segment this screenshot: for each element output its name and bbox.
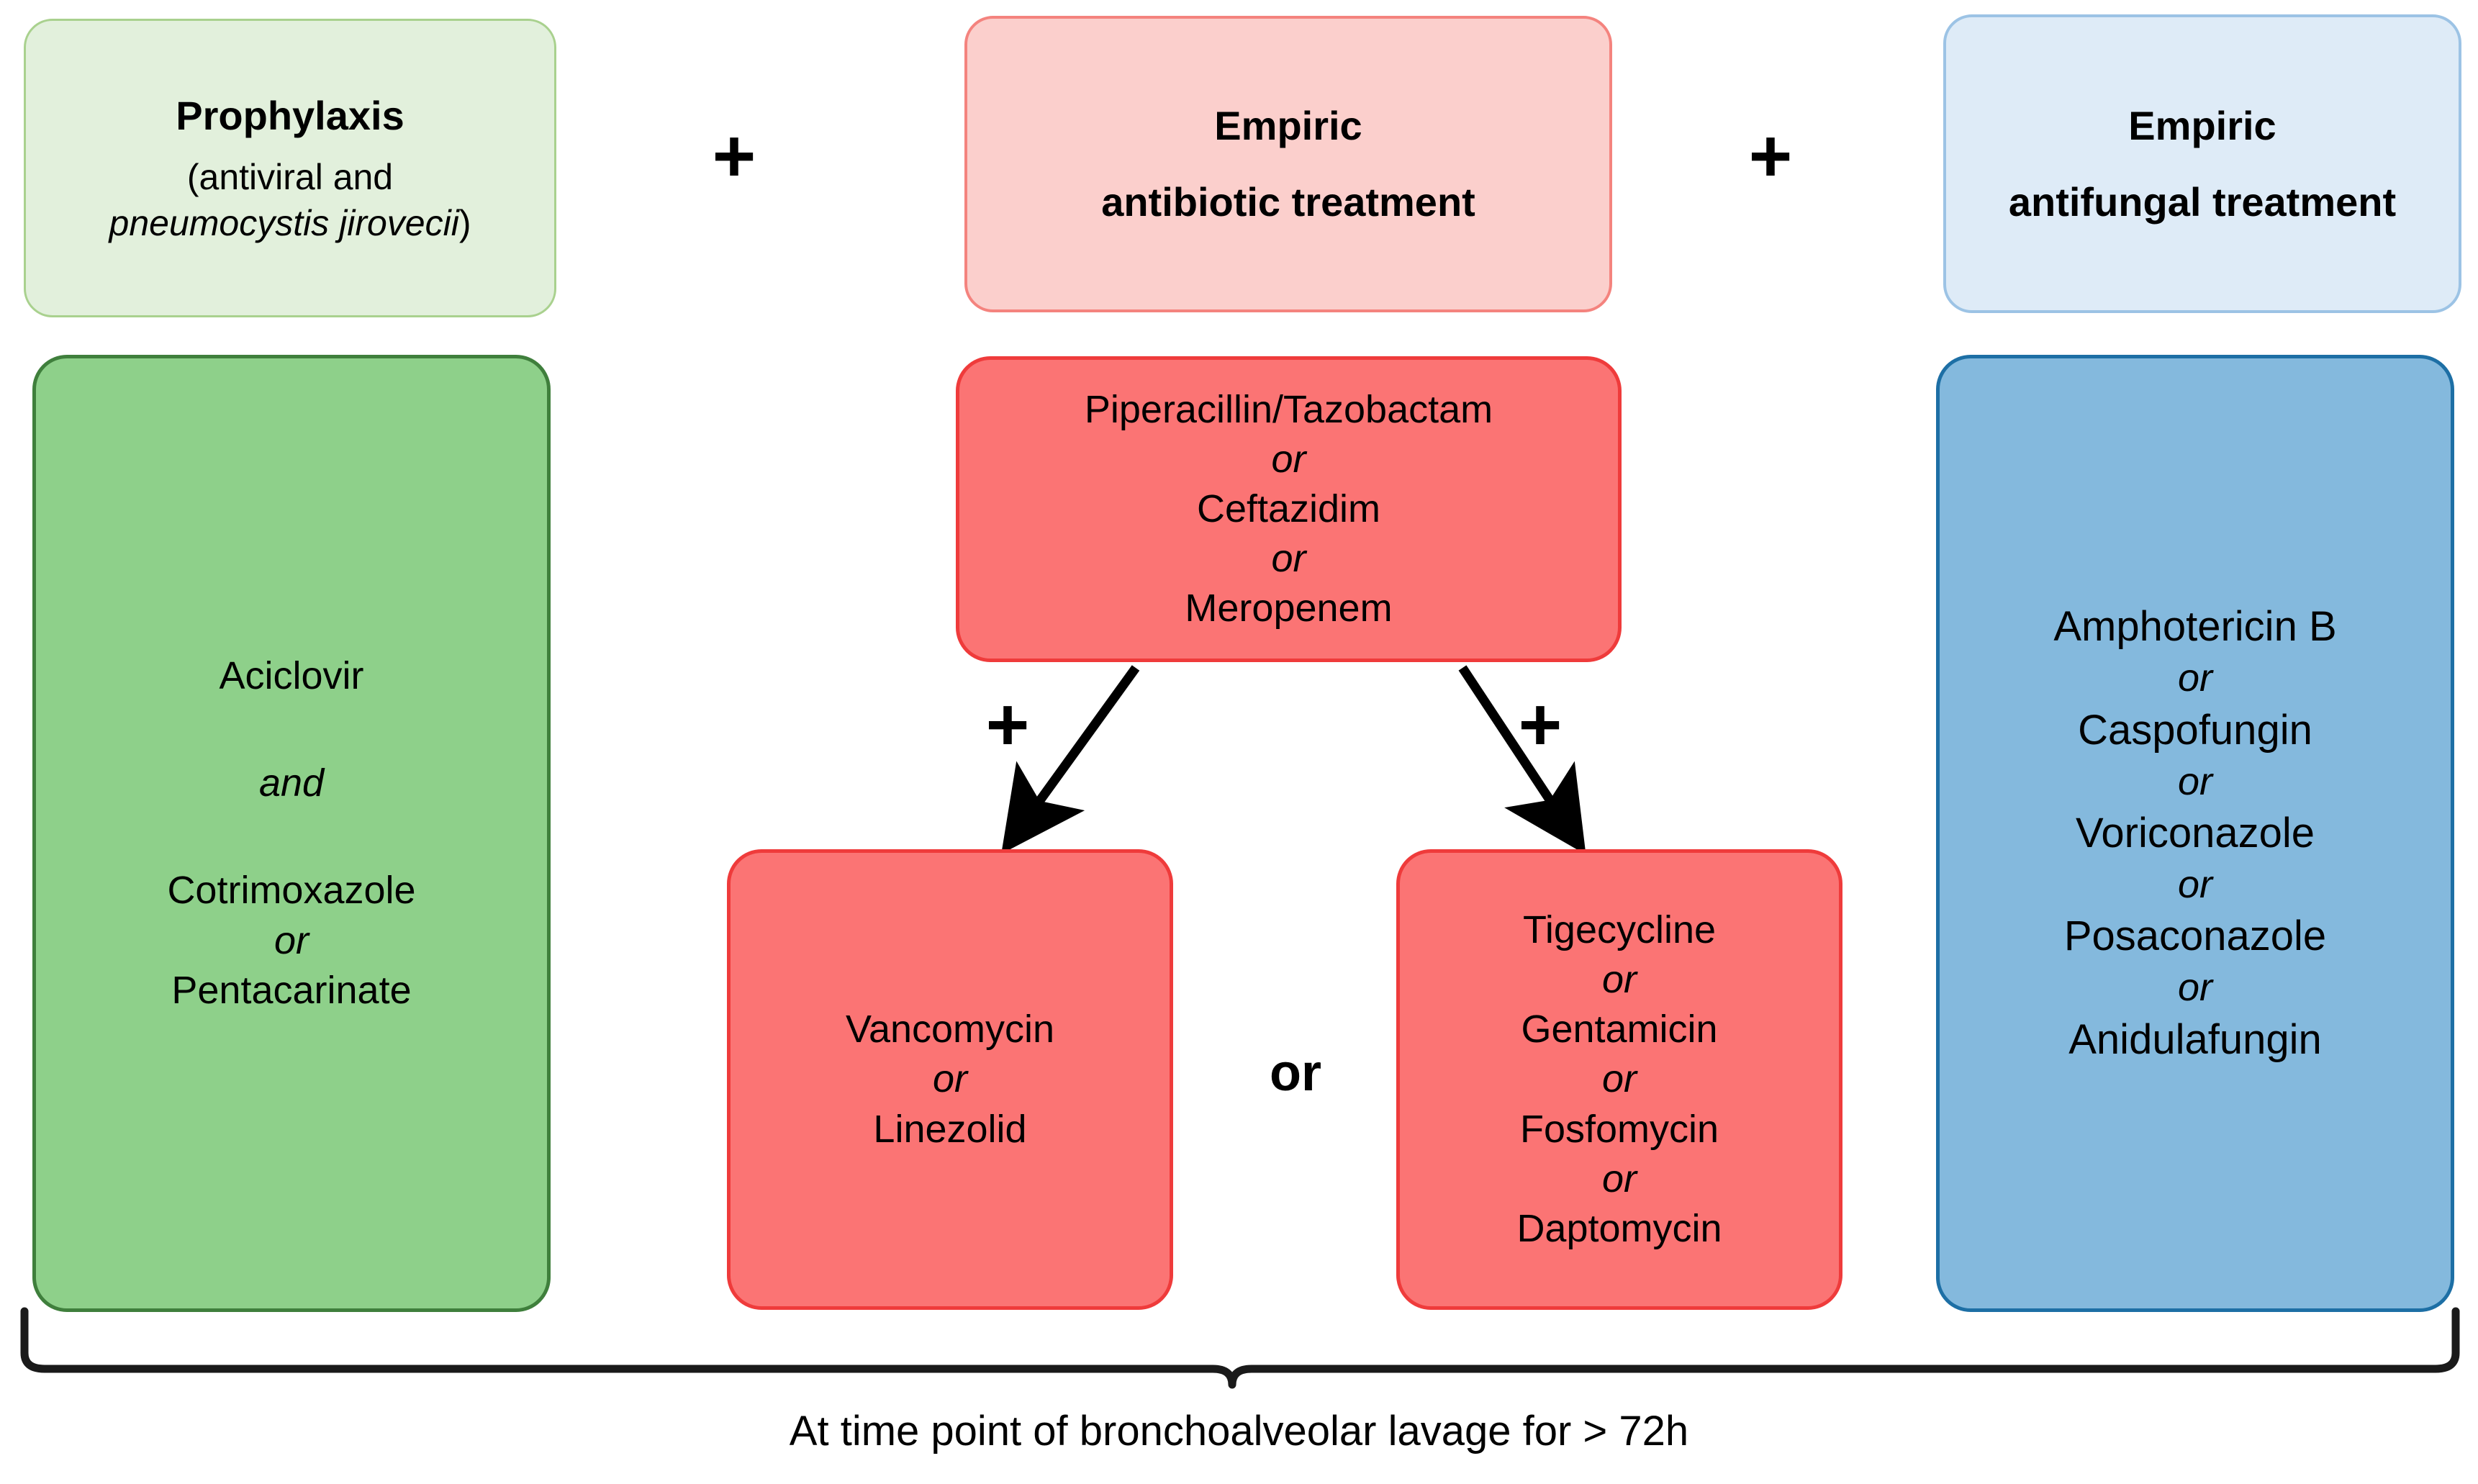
antibiotic-right-drug-box: Tigecycline or Gentamicin or Fosfomycin … <box>1396 849 1842 1310</box>
antibiotic-primary-drug-1: Piperacillin/Tazobactam <box>1084 387 1493 431</box>
antifungal-drug-box: Amphotericin B or Caspofungin or Voricon… <box>1936 355 2454 1312</box>
antifungal-header-box: Empiric antifungal treatment <box>1943 14 2461 313</box>
antibiotic-left-drug-2: Linezolid <box>873 1107 1027 1151</box>
antibiotic-left-connector-1: or <box>932 1057 967 1101</box>
footer-caption: At time point of bronchoalveolar lavage … <box>789 1408 1689 1454</box>
antifungal-connector-1: or <box>2177 656 2212 700</box>
prophylaxis-connector-or: or <box>273 918 309 962</box>
antibiotic-right-drug-3: Fosfomycin <box>1519 1107 1719 1151</box>
prophylaxis-drug-1: Aciclovir <box>219 654 364 698</box>
antibiotic-primary-connector-2: or <box>1271 537 1306 581</box>
antifungal-drug-2: Caspofungin <box>2078 706 2312 754</box>
antibiotic-primary-connector-1: or <box>1271 437 1306 481</box>
antifungal-drug-5: Anidulafungin <box>2068 1015 2322 1063</box>
prophylaxis-header-paren-close: ) <box>458 203 471 244</box>
antifungal-connector-4: or <box>2177 966 2212 1010</box>
summary-brace <box>20 1307 2460 1389</box>
plus-header-right-icon: + <box>1748 114 1793 198</box>
antibiotic-right-connector-3: or <box>1601 1157 1637 1200</box>
antifungal-drug-4: Posaconazole <box>2063 913 2327 960</box>
antibiotic-right-drug-4: Daptomycin <box>1516 1206 1722 1250</box>
antifungal-drug-1: Amphotericin B <box>2053 603 2337 651</box>
prophylaxis-header-subline-1: (antiviral and <box>186 157 394 198</box>
prophylaxis-header-box: Prophylaxis (antiviral and pneumocystis … <box>24 19 556 317</box>
antifungal-connector-3: or <box>2177 863 2212 907</box>
antifungal-header-line-1: Empiric <box>2128 102 2276 148</box>
antibiotic-header-line-2: antibiotic treatment <box>1101 179 1475 225</box>
prophylaxis-drug-2: Cotrimoxazole <box>167 869 416 913</box>
prophylaxis-header-subline-2: pneumocystis jirovecii) <box>109 200 471 246</box>
antibiotic-left-drug-box: Vancomycin or Linezolid <box>727 849 1173 1310</box>
antibiotic-primary-drug-box: Piperacillin/Tazobactam or Ceftazidim or… <box>956 356 1622 662</box>
antibiotic-right-connector-1: or <box>1601 958 1637 1002</box>
prophylaxis-drug-box: Aciclovir and Cotrimoxazole or Pentacari… <box>32 355 551 1312</box>
plus-branch-right-icon: + <box>1518 683 1563 766</box>
antibiotic-primary-drug-2: Ceftazidim <box>1196 487 1381 530</box>
prophylaxis-drug-3: Pentacarinate <box>171 968 412 1012</box>
antifungal-header-line-2: antifungal treatment <box>2008 178 2397 225</box>
prophylaxis-header-title: Prophylaxis <box>176 92 404 138</box>
plus-branch-left-icon: + <box>985 683 1030 766</box>
antifungal-connector-2: or <box>2177 759 2212 803</box>
antibiotic-left-drug-1: Vancomycin <box>845 1008 1055 1051</box>
plus-header-left-icon: + <box>712 114 756 198</box>
antibiotic-primary-drug-3: Meropenem <box>1185 587 1393 630</box>
prophylaxis-header-species-italic: pneumocystis jirovecii <box>109 203 459 244</box>
or-between-antibiotic-boxes: or <box>1270 1044 1321 1102</box>
antifungal-drug-3: Voriconazole <box>2075 809 2315 856</box>
antibiotic-right-connector-2: or <box>1601 1057 1637 1101</box>
antibiotic-header-line-1: Empiric <box>1214 103 1362 149</box>
antibiotic-right-drug-2: Gentamicin <box>1521 1008 1718 1051</box>
antibiotic-header-box: Empiric antibiotic treatment <box>964 16 1612 312</box>
antibiotic-right-drug-1: Tigecycline <box>1522 908 1717 952</box>
prophylaxis-connector-and: and <box>258 761 325 805</box>
